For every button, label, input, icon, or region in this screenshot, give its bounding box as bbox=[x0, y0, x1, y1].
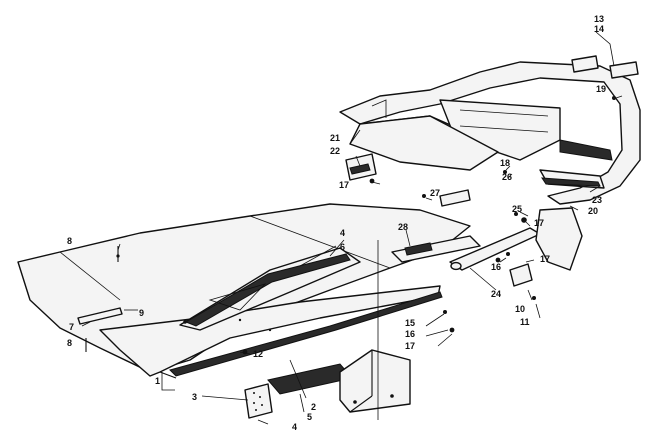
hardware bbox=[77, 55, 639, 352]
mounting-bracket bbox=[339, 349, 411, 413]
callout-17-lower: 17 bbox=[405, 341, 415, 351]
callout-1: 1 bbox=[155, 376, 160, 386]
callout-10: 10 bbox=[515, 304, 525, 314]
callout-labels: 1 2 3 4 4 5 6 7 8 8 9 10 11 12 13 14 15 … bbox=[67, 14, 606, 432]
callout-14: 14 bbox=[594, 24, 604, 34]
side-plate bbox=[535, 207, 583, 271]
callout-7: 7 bbox=[69, 322, 74, 332]
callout-13: 13 bbox=[594, 14, 604, 24]
callout-17-upper-left: 17 bbox=[339, 180, 349, 190]
callout-3: 3 bbox=[192, 392, 197, 402]
callout-5: 5 bbox=[307, 412, 312, 422]
side-bumper-rail bbox=[179, 247, 361, 331]
callout-4-top: 4 bbox=[340, 228, 345, 238]
callout-8-bottom: 8 bbox=[67, 338, 72, 348]
mud-flap bbox=[99, 285, 443, 379]
callout-4-bottom: 4 bbox=[292, 422, 297, 432]
callout-8-top: 8 bbox=[67, 236, 72, 246]
callout-12: 12 bbox=[253, 349, 263, 359]
callout-26: 26 bbox=[502, 172, 512, 182]
callout-16-lower: 16 bbox=[405, 329, 415, 339]
callout-16-upper: 16 bbox=[491, 262, 501, 272]
panel-rivets bbox=[116, 254, 272, 355]
callout-25: 25 bbox=[512, 204, 522, 214]
callout-27: 27 bbox=[430, 188, 440, 198]
callout-23: 23 bbox=[592, 195, 602, 205]
callout-17-mid: 17 bbox=[540, 254, 550, 264]
hinge-bar bbox=[391, 235, 481, 263]
callout-15: 15 bbox=[405, 318, 415, 328]
callout-21: 21 bbox=[330, 133, 340, 143]
callout-11: 11 bbox=[520, 317, 530, 327]
callout-17-upper-right: 17 bbox=[534, 218, 544, 228]
callout-18: 18 bbox=[500, 158, 510, 168]
callout-6: 6 bbox=[340, 242, 345, 252]
reflector-plate bbox=[244, 383, 273, 419]
callout-24: 24 bbox=[491, 289, 501, 299]
callout-2: 2 bbox=[311, 402, 316, 412]
callout-9: 9 bbox=[139, 308, 144, 318]
callout-22: 22 bbox=[330, 146, 340, 156]
callout-28: 28 bbox=[398, 222, 408, 232]
leader-lines bbox=[81, 31, 623, 425]
callout-19: 19 bbox=[596, 84, 606, 94]
callout-20: 20 bbox=[588, 206, 598, 216]
